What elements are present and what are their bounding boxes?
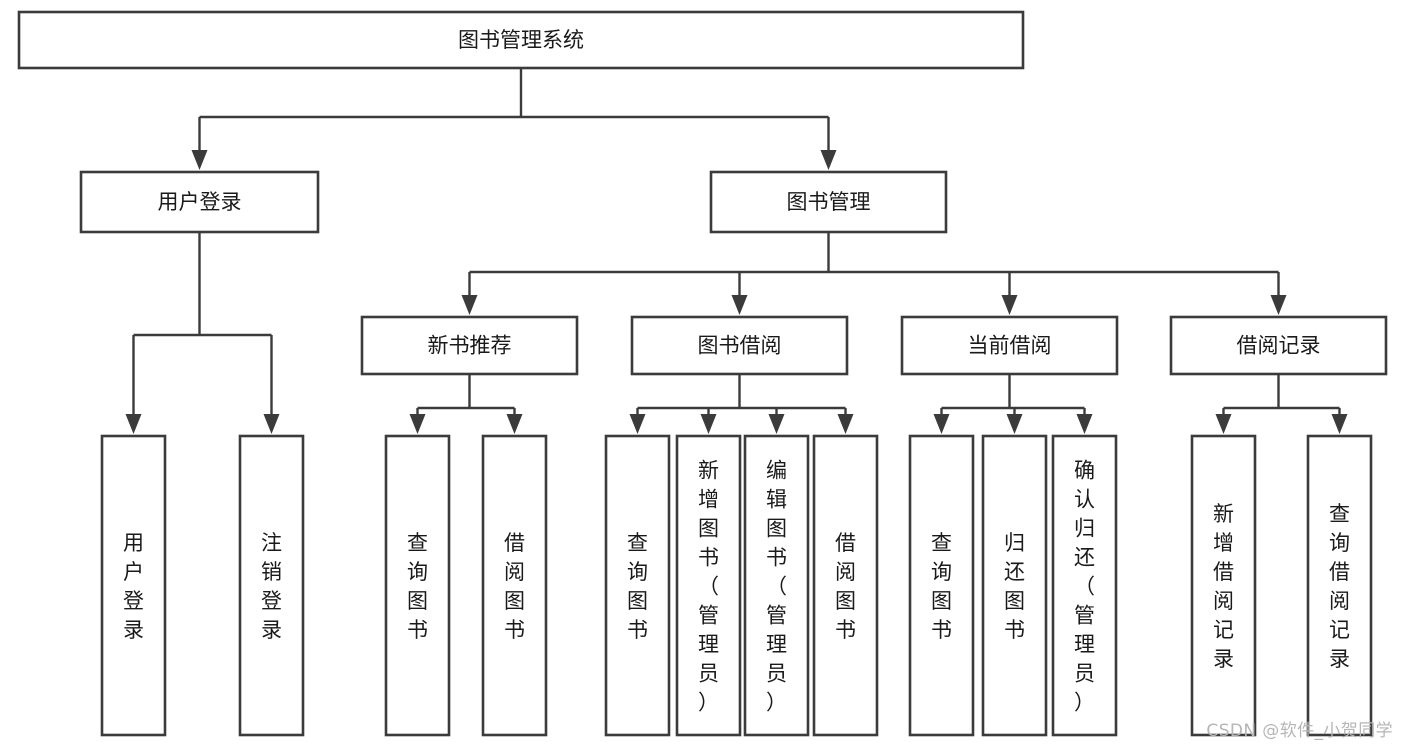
node-rect: [384, 434, 451, 737]
node-借阅图书-leaf-7[interactable]: 借阅图书: [812, 434, 879, 737]
node-查询图书-leaf-2[interactable]: 查询图书: [384, 434, 451, 737]
node-rect: [981, 434, 1048, 737]
arrow-head: [1076, 414, 1093, 434]
node-label: 查询图书: [627, 531, 648, 642]
node-label: 注销登录: [261, 531, 282, 642]
node-label: 新增图书（管理员）: [698, 459, 719, 715]
node-rect: [709, 170, 948, 234]
node-label: 用户登录: [158, 190, 242, 214]
arrow-head: [820, 150, 837, 170]
node-rect: [900, 315, 1119, 376]
node-rect: [238, 434, 305, 737]
arrow-head: [1006, 414, 1023, 434]
arrow-head: [263, 414, 280, 434]
node-rect: [1306, 434, 1373, 737]
node-rect: [908, 434, 975, 737]
node-图书借阅-l3[interactable]: 图书借阅: [630, 315, 849, 376]
arrow-head: [1270, 295, 1287, 315]
arrow-head: [506, 414, 523, 434]
arrow-head: [409, 414, 426, 434]
node-新增借阅记录-leaf-11[interactable]: 新增借阅记录: [1190, 434, 1257, 737]
node-label: 图书借阅: [698, 334, 782, 358]
node-label: 归还图书: [1004, 531, 1025, 642]
node-查询借阅记录-leaf-12[interactable]: 查询借阅记录: [1306, 434, 1373, 737]
node-注销登录-leaf-1[interactable]: 注销登录: [238, 434, 305, 737]
node-图书管理系统-root[interactable]: 图书管理系统: [17, 10, 1025, 70]
node-label: 借阅图书: [835, 531, 856, 642]
node-rect: [360, 315, 579, 376]
node-label: 当前借阅: [968, 334, 1052, 358]
arrow-head: [191, 150, 208, 170]
node-rect: [481, 434, 548, 737]
node-编辑图书管理员-leaf-6[interactable]: 编辑图书（管理员）: [743, 434, 810, 737]
arrow-head: [1215, 414, 1232, 434]
node-label: 图书管理: [787, 190, 871, 214]
node-rect: [812, 434, 879, 737]
node-新增图书管理员-leaf-5[interactable]: 新增图书（管理员）: [675, 434, 742, 737]
node-rect: [1051, 434, 1118, 737]
node-label: 编辑图书（管理员）: [766, 459, 787, 715]
node-查询图书-leaf-4[interactable]: 查询图书: [604, 434, 671, 737]
arrow-head: [768, 414, 785, 434]
node-rect: [79, 170, 320, 234]
node-rect: [17, 10, 1025, 70]
node-rect: [630, 315, 849, 376]
node-rect: [743, 434, 810, 737]
arrow-head: [1331, 414, 1348, 434]
node-查询图书-leaf-8[interactable]: 查询图书: [908, 434, 975, 737]
node-rect: [604, 434, 671, 737]
node-借阅图书-leaf-3[interactable]: 借阅图书: [481, 434, 548, 737]
node-用户登录-l2[interactable]: 用户登录: [79, 170, 320, 234]
arrow-head: [461, 295, 478, 315]
node-rect: [675, 434, 742, 737]
arrow-head: [629, 414, 646, 434]
node-图书管理-l2[interactable]: 图书管理: [709, 170, 948, 234]
node-当前借阅-l3[interactable]: 当前借阅: [900, 315, 1119, 376]
node-label: 查询图书: [407, 531, 428, 642]
arrow-head: [1001, 295, 1018, 315]
node-rect: [1190, 434, 1257, 737]
node-label: 借阅记录: [1237, 334, 1321, 358]
node-借阅记录-l3[interactable]: 借阅记录: [1169, 315, 1388, 376]
node-确认归还管理员-leaf-10[interactable]: 确认归还（管理员）: [1051, 434, 1118, 737]
node-label: 新增借阅记录: [1213, 502, 1234, 671]
node-label: 借阅图书: [504, 531, 525, 642]
node-用户登录-leaf-0[interactable]: 用户登录: [100, 434, 167, 737]
node-label: 用户登录: [123, 531, 144, 642]
boxes-layer: 图书管理系统用户登录图书管理新书推荐图书借阅当前借阅借阅记录用户登录注销登录查询…: [17, 10, 1388, 737]
arrow-head: [731, 295, 748, 315]
node-新书推荐-l3[interactable]: 新书推荐: [360, 315, 579, 376]
arrow-head: [933, 414, 950, 434]
arrow-head: [700, 414, 717, 434]
node-rect: [100, 434, 167, 737]
node-归还图书-leaf-9[interactable]: 归还图书: [981, 434, 1048, 737]
arrow-head: [125, 414, 142, 434]
connectors-layer: [125, 68, 1348, 434]
node-label: 新书推荐: [428, 334, 512, 358]
node-rect: [1169, 315, 1388, 376]
node-label: 查询借阅记录: [1329, 502, 1350, 671]
node-label: 查询图书: [931, 531, 952, 642]
node-label: 确认归还（管理员）: [1074, 459, 1095, 715]
arrow-head: [837, 414, 854, 434]
node-label: 图书管理系统: [458, 28, 584, 52]
